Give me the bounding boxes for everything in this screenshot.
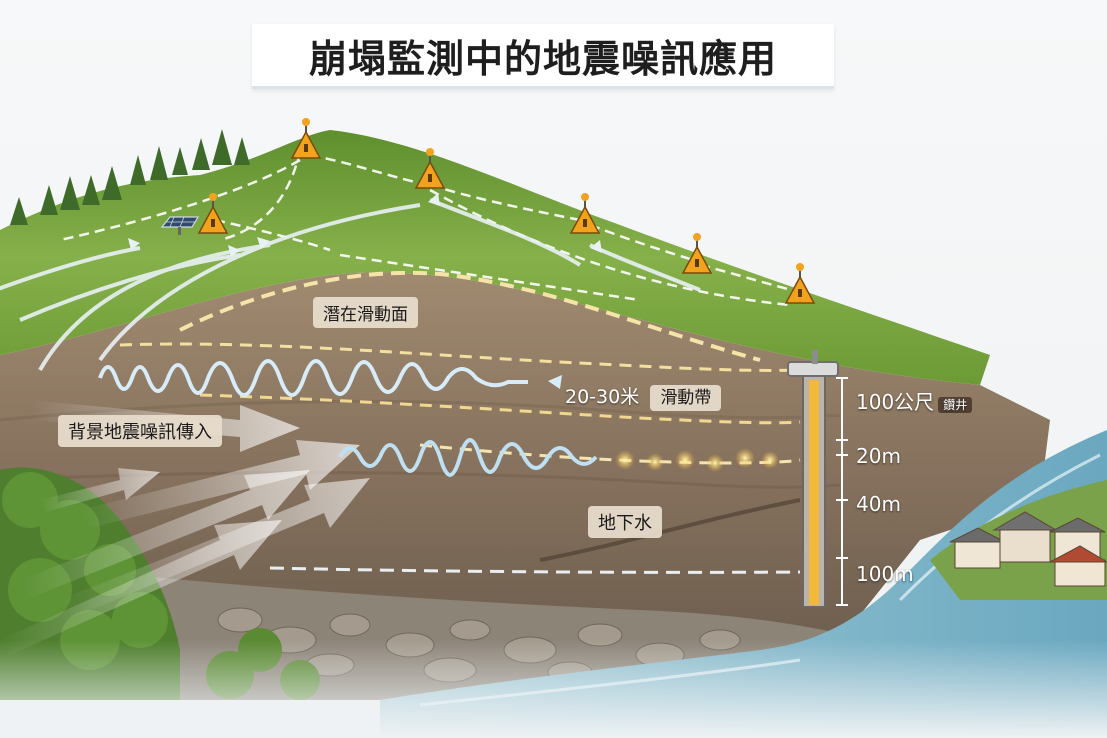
depth-mark-40m: 40m xyxy=(856,492,901,516)
label-groundwater: 地下水 xyxy=(588,506,662,538)
borehole-depth-label: 100公尺鑽井 xyxy=(856,386,973,415)
borehole-sensor-icon xyxy=(787,350,839,608)
sensor-cone-icon xyxy=(197,193,229,234)
sensor-cone-icon xyxy=(784,263,816,304)
borehole-tag: 鑽井 xyxy=(938,397,973,413)
slide-band-lower xyxy=(199,393,801,425)
page-title: 崩塌監測中的地震噪訊應用 xyxy=(308,36,777,81)
title-banner: 崩塌監測中的地震噪訊應用 xyxy=(252,24,834,89)
sensor-cone-icon xyxy=(414,148,446,189)
sensor-cone-icon xyxy=(569,193,601,234)
solar-panel-icon xyxy=(160,216,200,235)
depth-scale xyxy=(836,377,848,606)
label-slip-surface: 潛在滑動面 xyxy=(313,297,418,328)
sensor-cone-icon xyxy=(290,118,322,159)
seismic-wave-upper xyxy=(98,359,528,397)
slip-surface-line xyxy=(179,270,761,362)
sensor-cones xyxy=(197,118,816,304)
seismic-wave-lower xyxy=(338,438,598,477)
label-slide-band-group: 20-30米 滑動帶 xyxy=(565,382,722,411)
slide-band-upper xyxy=(119,342,801,372)
label-background-noise: 背景地震噪訊傳入 xyxy=(58,415,222,447)
label-slide-band-depth: 20-30米 xyxy=(565,386,640,408)
village xyxy=(949,511,1107,587)
depth-mark-20m: 20m xyxy=(856,444,901,468)
bedrock-line xyxy=(269,566,801,574)
sparkles xyxy=(615,448,779,472)
depth-mark-100m: 100m xyxy=(856,562,914,586)
grass-slope xyxy=(0,130,990,385)
sensor-cone-icon xyxy=(681,233,713,274)
borehole-total-depth: 100公尺 xyxy=(856,390,935,414)
label-slide-band: 滑動帶 xyxy=(650,385,722,411)
